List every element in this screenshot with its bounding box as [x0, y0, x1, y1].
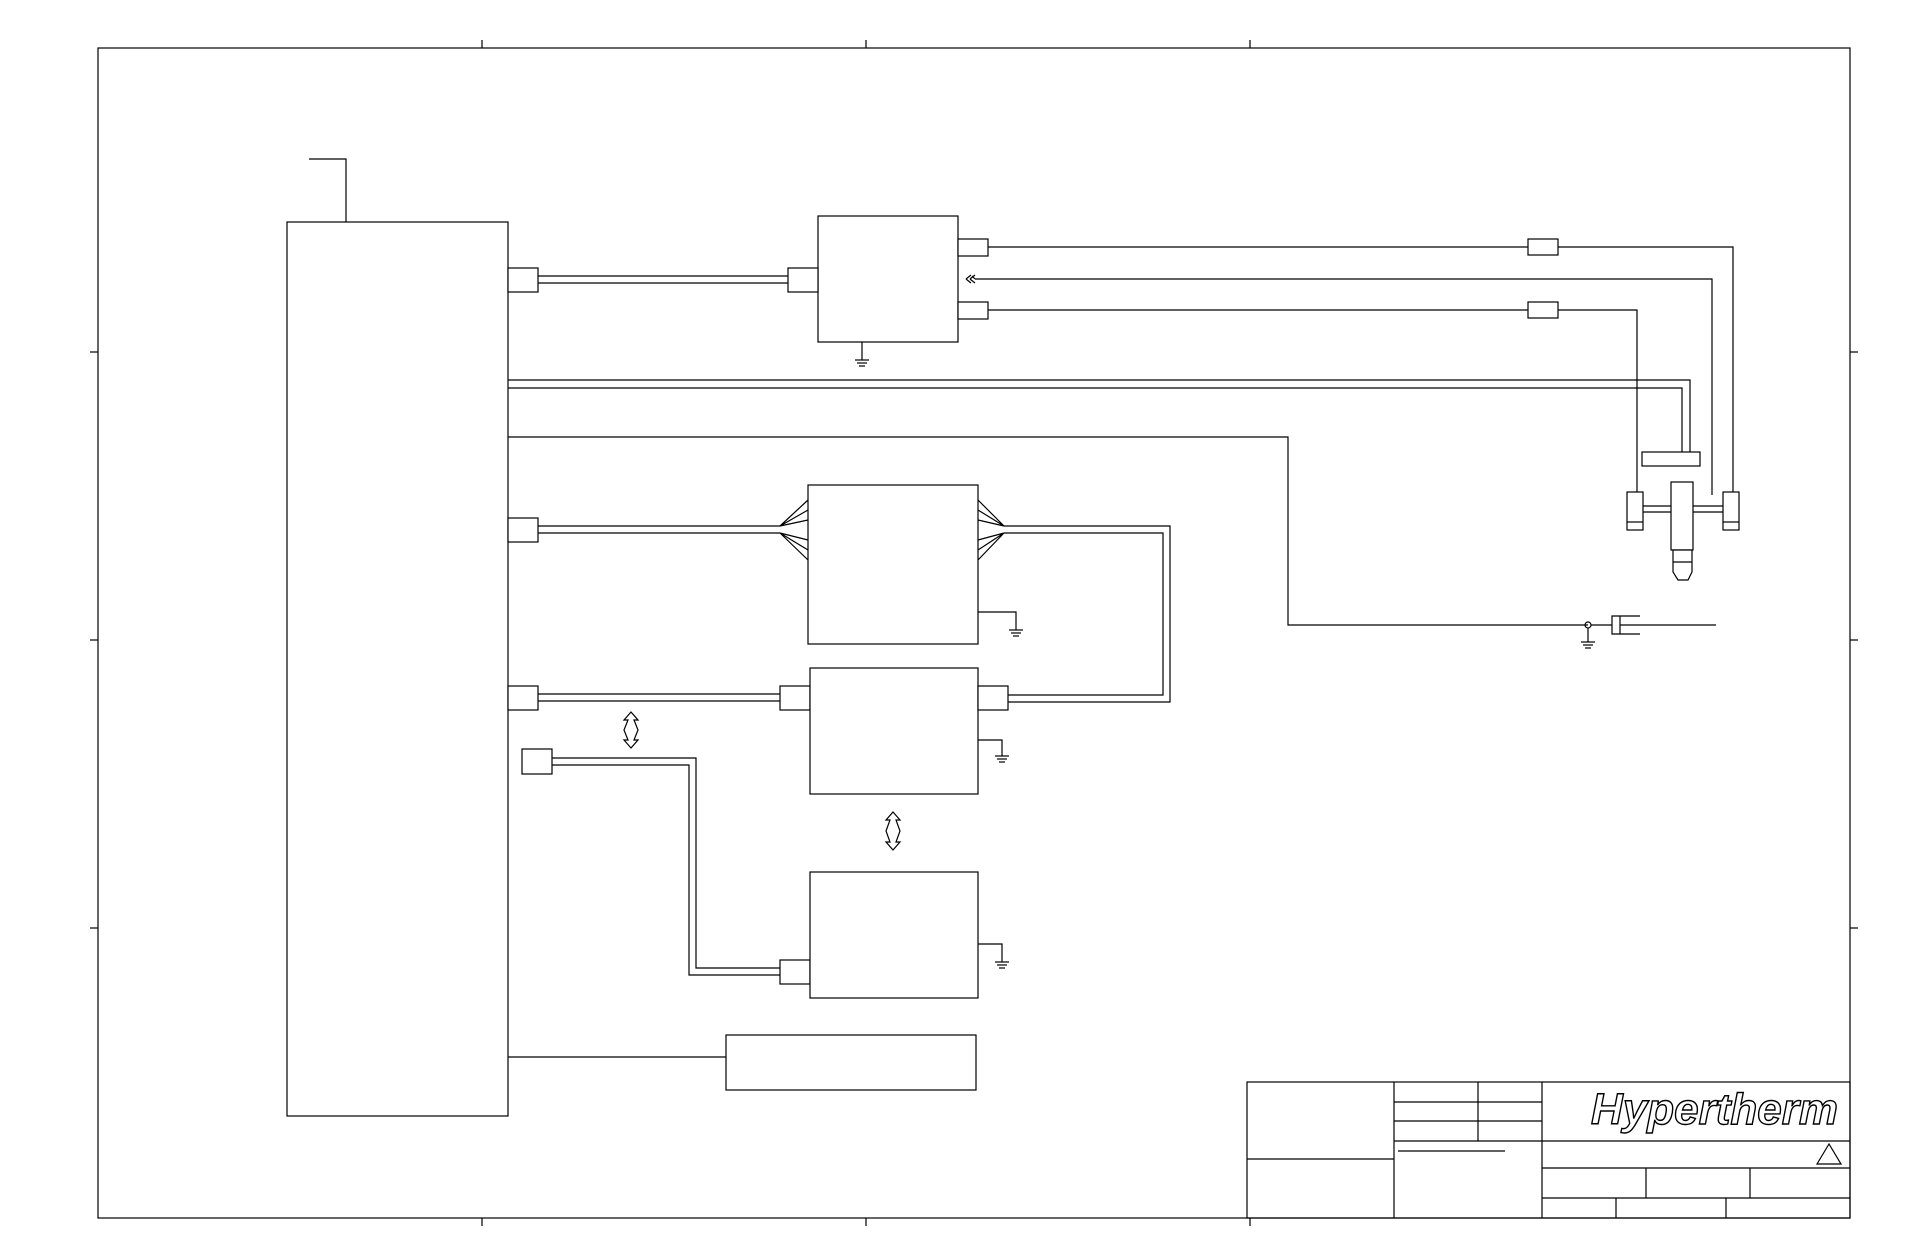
revision-triangle-icon: [1815, 1142, 1843, 1165]
connector-icon: [1527, 238, 1559, 256]
connector-icon: [1527, 301, 1559, 319]
remote-module: [779, 871, 1009, 999]
plasma-torch-icon: [1626, 451, 1740, 581]
bidirectional-arrow-icon: [884, 811, 902, 851]
gas-console-module: [538, 215, 989, 367]
connector-icon: [507, 267, 539, 293]
ohmic-contact-module: [538, 667, 1009, 795]
power-supply-block: [286, 158, 539, 1117]
hypertherm-logo: Hypertherm: [1591, 1085, 1838, 1134]
torch-leads: [508, 238, 1734, 626]
ground-icon: [855, 342, 869, 367]
drawing-border: [90, 40, 1858, 1226]
connector-icon: [521, 748, 553, 775]
ground-icon: [978, 943, 1009, 969]
connector-icon: [779, 685, 811, 711]
connector-icon: [957, 238, 989, 257]
interface-box: [508, 1034, 977, 1091]
ground-icon: [978, 611, 1023, 637]
selection-console-module: [538, 484, 1171, 703]
work-clamp: [1581, 615, 1716, 649]
title-block: Hypertherm: [1246, 1081, 1851, 1219]
ground-icon: [1581, 628, 1595, 649]
connector-icon: [507, 685, 539, 711]
connector-icon: [977, 685, 1009, 711]
connector-icon: [787, 267, 819, 293]
ground-icon: [978, 739, 1009, 763]
connector-icon: [507, 517, 539, 543]
connector-icon: [957, 301, 989, 320]
bidirectional-arrow-icon: [622, 711, 640, 749]
remote-lead: [521, 748, 780, 976]
connector-icon: [779, 959, 811, 985]
